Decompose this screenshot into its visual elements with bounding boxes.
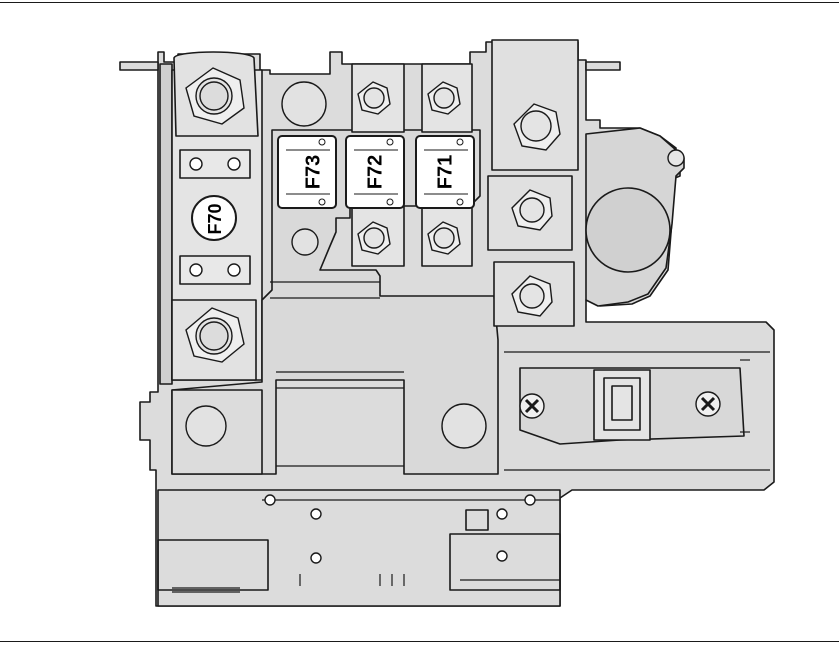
hex-bolt-icon (513, 103, 561, 151)
bottom-border-line (0, 641, 839, 642)
hex-bolt-icon (185, 67, 245, 125)
hex-bolt-icon (357, 81, 391, 115)
hex-bolt-icon (427, 221, 461, 255)
fuse-f71 (415, 135, 475, 209)
mount-hole (185, 405, 227, 447)
hex-bolt-icon (511, 275, 553, 317)
top-right-tab (585, 61, 621, 71)
fuse-f72 (345, 135, 405, 209)
mount-hole (281, 81, 327, 127)
screw-icon (519, 393, 545, 419)
fuse-label-f71: F71 (434, 155, 456, 189)
top-border-line (0, 2, 839, 3)
fuse-label-f73: F73 (302, 155, 324, 189)
hex-bolt-icon (511, 189, 553, 231)
fuse-f70-badge (191, 195, 237, 241)
fuse-label-f70: F70 (205, 203, 225, 234)
hex-bolt-icon (427, 81, 461, 115)
mount-hole (441, 403, 487, 449)
mount-hole (291, 228, 319, 256)
bolt-group (185, 67, 561, 363)
fuse-label-f72: F72 (364, 155, 386, 189)
left-bracket (159, 63, 173, 385)
screw-icon (695, 391, 721, 417)
top-left-tab (119, 61, 159, 71)
hex-bolt-icon (357, 221, 391, 255)
fuse-f73 (277, 135, 337, 209)
hex-bolt-icon (185, 307, 245, 363)
